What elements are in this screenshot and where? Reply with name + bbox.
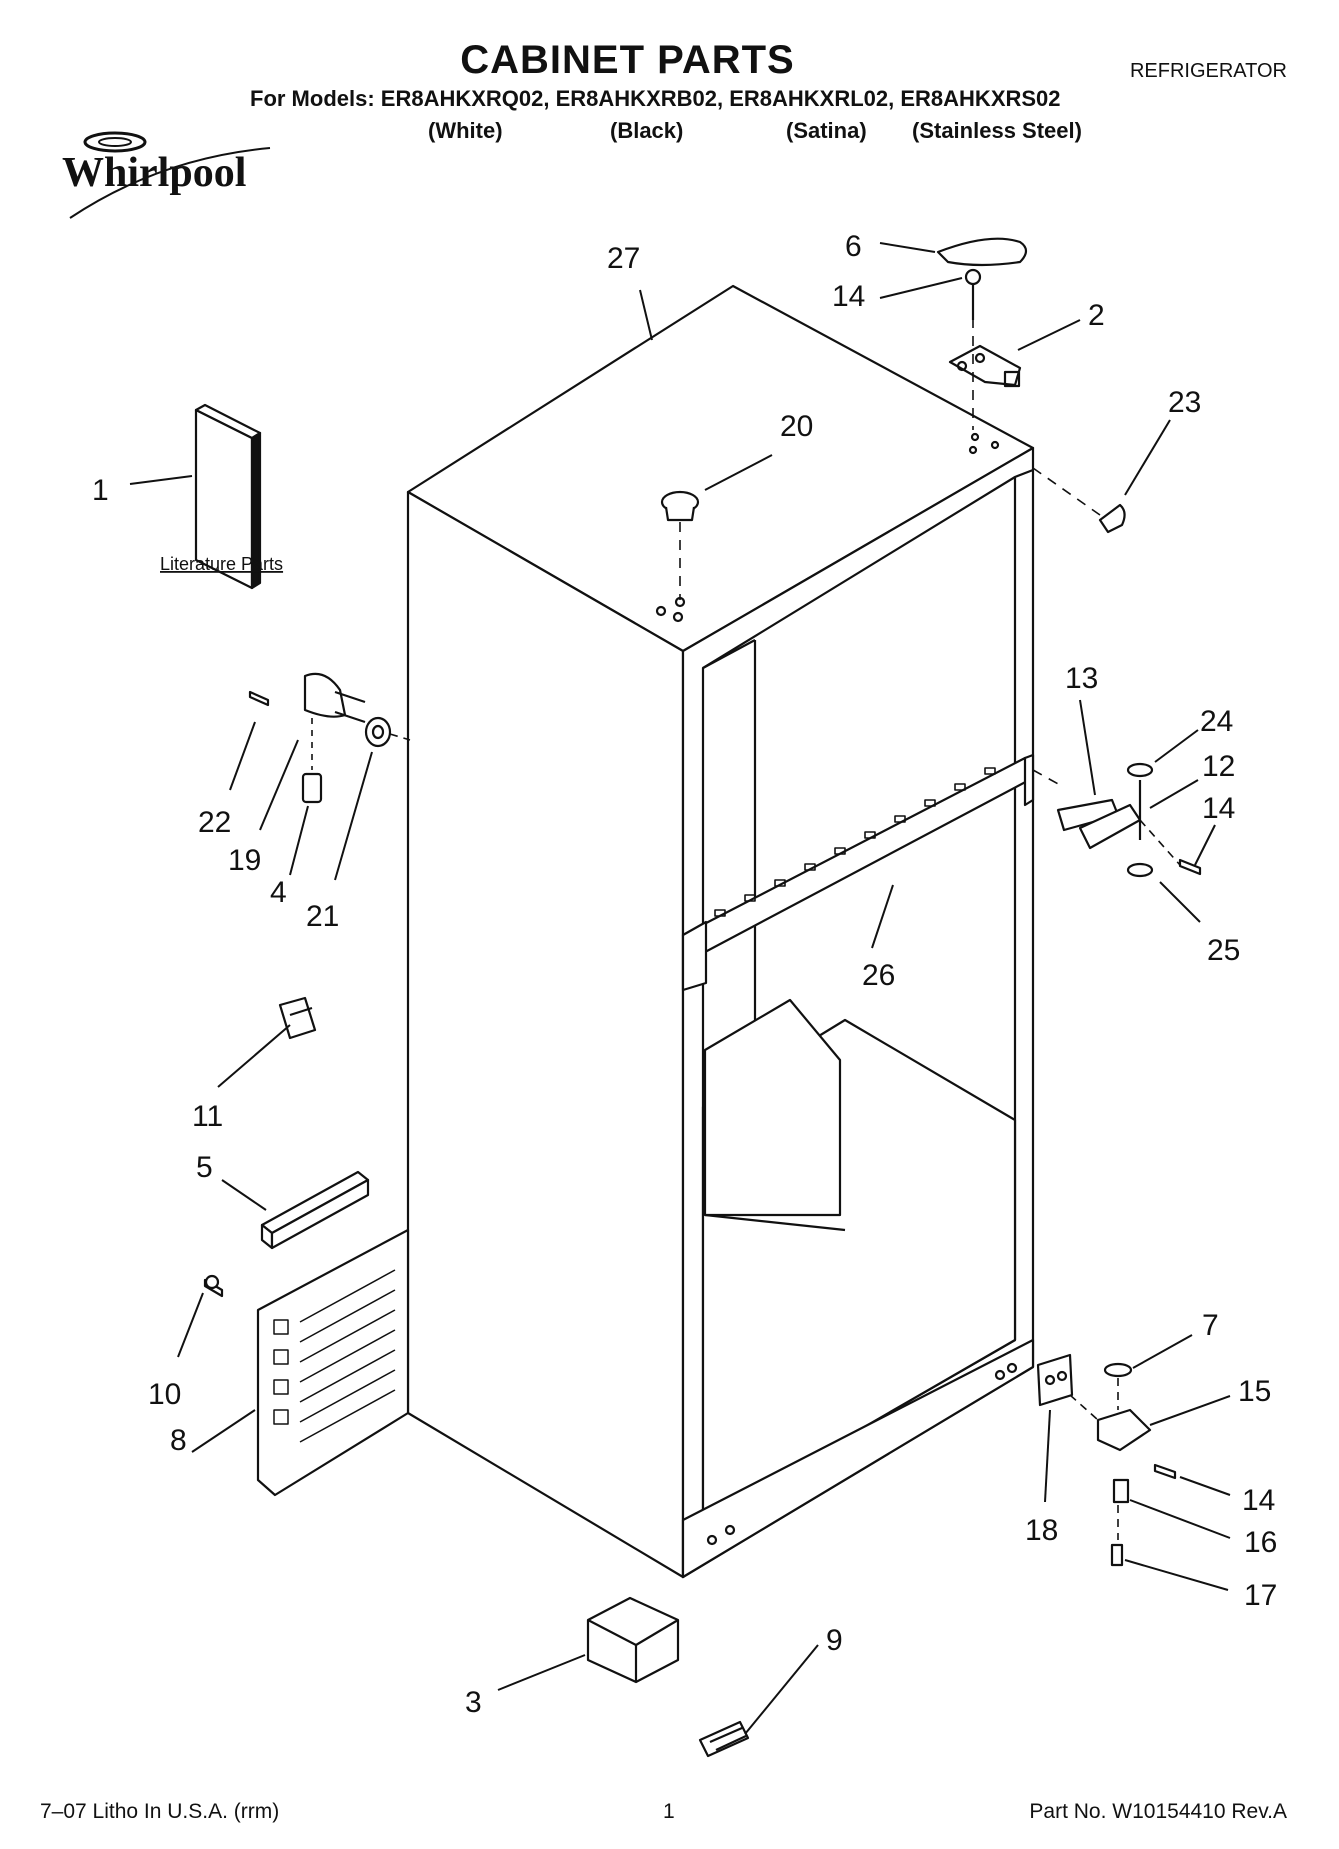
callout-14-mid: 14	[1202, 792, 1235, 825]
hinge-cover	[936, 237, 1028, 267]
clip-part	[278, 996, 317, 1040]
callout-4: 4	[270, 876, 287, 909]
cabinet-shell	[406, 284, 1035, 1579]
literature-parts	[194, 403, 262, 590]
callout-7: 7	[1202, 1309, 1219, 1342]
callout-2: 2	[1088, 299, 1105, 332]
block-part	[260, 1170, 370, 1250]
hinge-cap	[1032, 467, 1126, 534]
brand-name: Whirlpool	[62, 150, 246, 196]
callout-9: 9	[826, 1624, 843, 1657]
callout-14-bottom: 14	[1242, 1484, 1275, 1517]
callout-26: 26	[862, 959, 895, 992]
left-hinge-assembly	[248, 672, 411, 804]
callout-8: 8	[170, 1424, 187, 1457]
color-white: (White)	[428, 118, 503, 143]
callout-22: 22	[198, 806, 231, 839]
literature-parts-label: Literature Parts	[160, 554, 283, 574]
grille-panel	[203, 1228, 410, 1497]
color-satina: (Satina)	[786, 118, 867, 143]
center-rail	[681, 753, 1035, 992]
plug-button	[660, 490, 700, 600]
color-black: (Black)	[610, 118, 684, 143]
callout-5: 5	[196, 1151, 213, 1184]
models-line: For Models: ER8AHKXRQ02, ER8AHKXRB02, ER…	[250, 86, 1061, 111]
litho-info: 7–07 Litho In U.S.A. (rrm)	[40, 1800, 280, 1823]
whirlpool-swirl-icon	[83, 131, 147, 153]
callout-3: 3	[465, 1686, 482, 1719]
callout-1: 1	[92, 474, 109, 507]
callout-24: 24	[1200, 705, 1233, 738]
callout-12: 12	[1202, 750, 1235, 783]
top-hinge	[948, 268, 1022, 430]
callout-11: 11	[192, 1100, 223, 1133]
callout-18: 18	[1025, 1514, 1058, 1547]
callout-14-top: 14	[832, 280, 865, 313]
callout-15: 15	[1238, 1375, 1271, 1408]
callout-labels: 27 6 14 2 23 20 1 22 19 4 21 13 24 12 14…	[92, 230, 1277, 1719]
bottom-hinge-assembly	[1036, 1353, 1177, 1567]
center-hinge-assembly	[1032, 762, 1202, 878]
leveling-leg	[586, 1596, 750, 1758]
callout-6: 6	[845, 230, 862, 263]
page-title: CABINET PARTS	[460, 38, 795, 82]
callout-10: 10	[148, 1378, 181, 1411]
callout-23: 23	[1168, 386, 1201, 419]
category-label: REFRIGERATOR	[1129, 60, 1287, 82]
callout-19: 19	[228, 844, 261, 877]
callout-16: 16	[1244, 1526, 1277, 1559]
callout-21: 21	[306, 900, 339, 933]
leader-lines	[129, 242, 1231, 1735]
page-number: 1	[663, 1800, 675, 1823]
color-stainless: (Stainless Steel)	[912, 118, 1082, 143]
whirlpool-logo: Whirlpool	[62, 131, 271, 219]
callout-27: 27	[607, 242, 640, 275]
callout-17: 17	[1244, 1579, 1277, 1612]
callout-20: 20	[780, 410, 813, 443]
callout-13: 13	[1065, 662, 1098, 695]
callout-25: 25	[1207, 934, 1240, 967]
part-number: Part No. W10154410 Rev.A	[1029, 1800, 1287, 1823]
